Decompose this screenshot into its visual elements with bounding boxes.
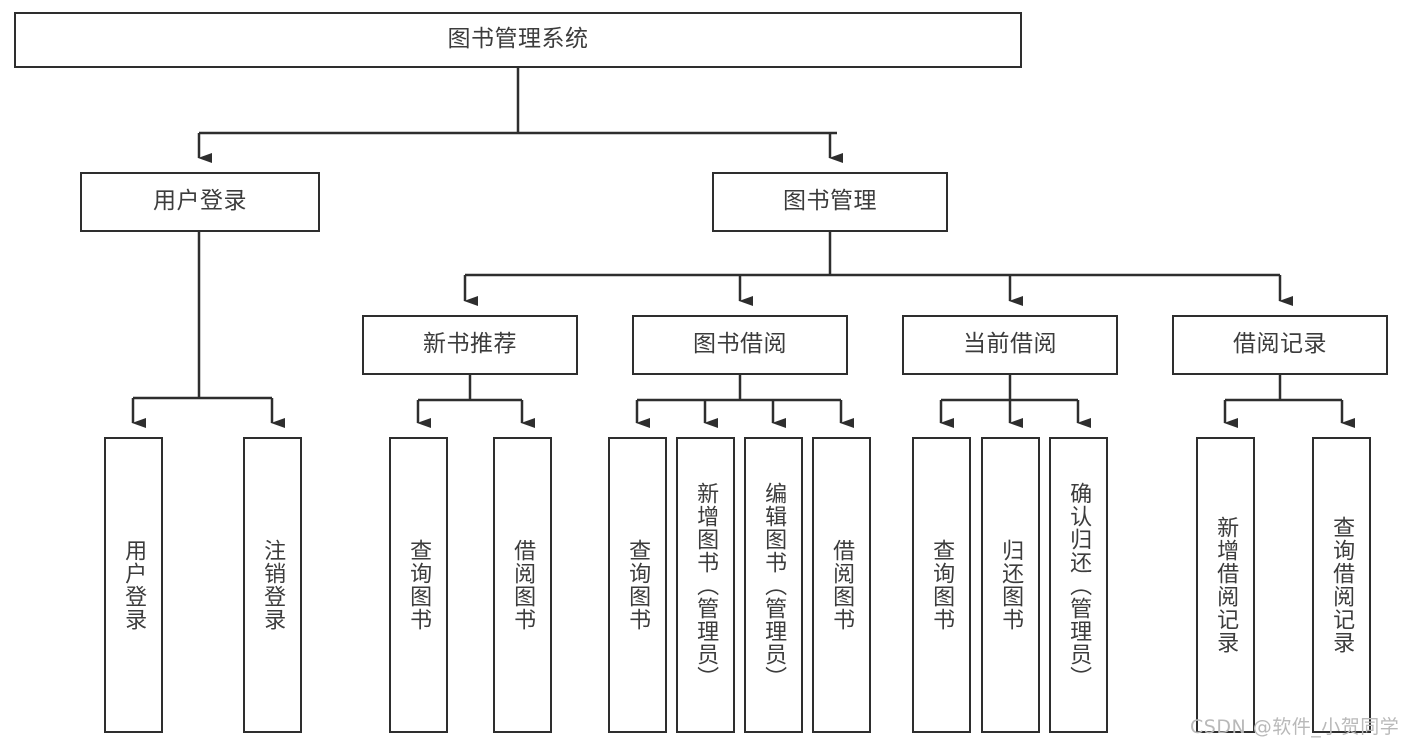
leaf-recommend-query-book-label: 查询图书	[406, 539, 432, 631]
leaf-current-return-book[interactable]: 归还图书	[981, 437, 1040, 733]
node-book-management[interactable]: 图书管理	[712, 172, 948, 232]
leaf-borrow-edit-book-label: 编辑图书（管理员）	[761, 481, 787, 689]
leaf-records-query-record-label: 查询借阅记录	[1329, 516, 1355, 654]
node-root-system[interactable]: 图书管理系统	[14, 12, 1022, 68]
node-book-borrow-label: 图书借阅	[693, 331, 787, 358]
leaf-recommend-borrow-book-label: 借阅图书	[510, 539, 536, 631]
leaf-user-login-login-label: 用户登录	[121, 539, 147, 631]
leaf-recommend-query-book[interactable]: 查询图书	[389, 437, 448, 733]
leaf-records-query-record[interactable]: 查询借阅记录	[1312, 437, 1371, 733]
leaf-current-return-book-label: 归还图书	[998, 539, 1024, 631]
leaf-current-confirm-return[interactable]: 确认归还（管理员）	[1049, 437, 1108, 733]
node-book-management-label: 图书管理	[783, 188, 877, 215]
node-user-login-label: 用户登录	[153, 188, 247, 215]
leaf-user-login-logout-label: 注销登录	[260, 539, 286, 631]
node-user-login[interactable]: 用户登录	[80, 172, 320, 232]
node-book-borrow[interactable]: 图书借阅	[632, 315, 848, 375]
node-root-system-label: 图书管理系统	[447, 26, 589, 53]
node-current-borrow[interactable]: 当前借阅	[902, 315, 1118, 375]
leaf-user-login-logout[interactable]: 注销登录	[243, 437, 302, 733]
leaf-records-add-record-label: 新增借阅记录	[1213, 516, 1239, 654]
leaf-recommend-borrow-book[interactable]: 借阅图书	[493, 437, 552, 733]
node-new-book-recommend-label: 新书推荐	[423, 331, 517, 358]
leaf-borrow-borrow-book[interactable]: 借阅图书	[812, 437, 871, 733]
leaf-borrow-query-book-label: 查询图书	[625, 539, 651, 631]
leaf-borrow-edit-book[interactable]: 编辑图书（管理员）	[744, 437, 803, 733]
node-borrow-records-label: 借阅记录	[1233, 331, 1327, 358]
leaf-user-login-login[interactable]: 用户登录	[104, 437, 163, 733]
node-new-book-recommend[interactable]: 新书推荐	[362, 315, 578, 375]
leaf-borrow-add-book[interactable]: 新增图书（管理员）	[676, 437, 735, 733]
node-borrow-records[interactable]: 借阅记录	[1172, 315, 1388, 375]
leaf-current-confirm-return-label: 确认归还（管理员）	[1066, 481, 1092, 689]
leaf-borrow-query-book[interactable]: 查询图书	[608, 437, 667, 733]
leaf-records-add-record[interactable]: 新增借阅记录	[1196, 437, 1255, 733]
node-current-borrow-label: 当前借阅	[963, 331, 1057, 358]
leaf-current-query-book[interactable]: 查询图书	[912, 437, 971, 733]
leaf-borrow-add-book-label: 新增图书（管理员）	[693, 481, 719, 689]
leaf-borrow-borrow-book-label: 借阅图书	[829, 539, 855, 631]
leaf-current-query-book-label: 查询图书	[929, 539, 955, 631]
